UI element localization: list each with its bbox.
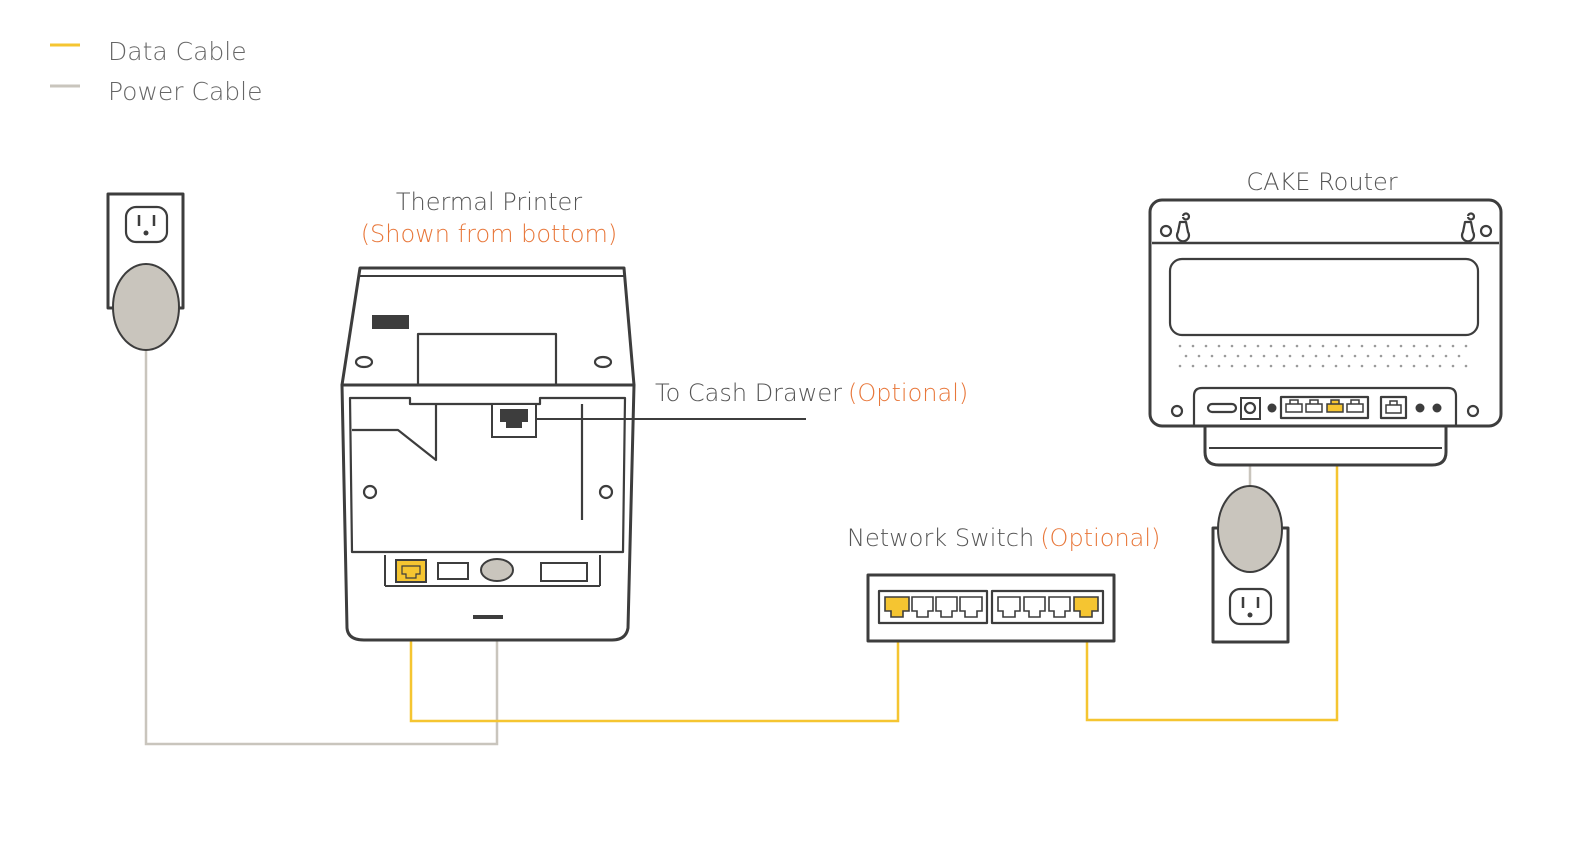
switch-label: Network Switch(Optional) <box>847 524 1160 552</box>
vent-dot <box>1399 344 1403 348</box>
switch-port-8-icon <box>1073 596 1099 618</box>
vent-dot <box>1366 354 1370 358</box>
vent-dot <box>1425 364 1429 368</box>
vent-dot <box>1256 364 1260 368</box>
vent-dot <box>1230 364 1234 368</box>
printer-power-cable <box>144 340 499 746</box>
vent-dot <box>1282 364 1286 368</box>
legend-data-label: Data Cable <box>108 37 247 66</box>
vent-dot <box>1191 344 1195 348</box>
vent-dot <box>1308 344 1312 348</box>
vent-dot <box>1217 364 1221 368</box>
vent-dot <box>1230 344 1234 348</box>
vent-dot <box>1457 354 1461 358</box>
plug-icon <box>112 263 180 351</box>
vent-dot <box>1438 344 1442 348</box>
vent-dot <box>1334 364 1338 368</box>
vent-dot <box>1243 344 1247 348</box>
vent-dot <box>1269 344 1273 348</box>
printer-ethernet-port-icon <box>395 559 427 583</box>
vent-dot <box>1373 344 1377 348</box>
vent-dot <box>1392 354 1396 358</box>
switch-port-1-icon <box>884 596 910 618</box>
vent-dot <box>1282 344 1286 348</box>
vent-dot <box>1412 344 1416 348</box>
network-switch: Network Switch(Optional) <box>847 524 1160 643</box>
vent-dot <box>1295 344 1299 348</box>
vent-dot <box>1327 354 1331 358</box>
vent-dot <box>1360 344 1364 348</box>
vent-dot <box>1386 364 1390 368</box>
vent-dot <box>1360 364 1364 368</box>
vent-dot <box>1353 354 1357 358</box>
vent-dot <box>1399 364 1403 368</box>
vent-dot <box>1386 344 1390 348</box>
printer-to-switch-cable <box>409 576 900 723</box>
router-plug-icon <box>1217 485 1283 573</box>
cake-router: CAKE Router <box>1148 168 1503 467</box>
vent-dot <box>1321 344 1325 348</box>
vent-dot <box>1204 344 1208 348</box>
thermal-printer: Thermal Printer (Shown from bottom) To C… <box>340 188 968 642</box>
vent-dot <box>1308 364 1312 368</box>
vent-dot <box>1269 364 1273 368</box>
switch-ports-left <box>884 596 983 618</box>
vent-dot <box>1438 364 1442 368</box>
vent-dot <box>1262 354 1266 358</box>
vent-dot <box>1243 364 1247 368</box>
vent-dot <box>1197 354 1201 358</box>
wall-outlet-left <box>106 192 185 351</box>
vent-dot <box>1444 354 1448 358</box>
router-title: CAKE Router <box>1246 168 1397 196</box>
vent-dot <box>1464 364 1468 368</box>
vent-dot <box>1210 354 1214 358</box>
printer-title: Thermal Printer <box>396 188 582 216</box>
vent-dot <box>1464 344 1468 348</box>
vent-dot <box>1451 364 1455 368</box>
vent-dot <box>1204 364 1208 368</box>
router-vent <box>1178 344 1468 368</box>
vent-dot <box>1178 364 1182 368</box>
switch-ports-right <box>997 596 1099 618</box>
router-lan-port-icon <box>1326 399 1344 413</box>
vent-dot <box>1431 354 1435 358</box>
legend: Data Cable Power Cable <box>50 37 263 106</box>
vent-dot <box>1321 364 1325 368</box>
vent-dot <box>1301 354 1305 358</box>
vent-dot <box>1314 354 1318 358</box>
vent-dot <box>1223 354 1227 358</box>
vent-dot <box>1191 364 1195 368</box>
vent-dot <box>1412 364 1416 368</box>
data-cables <box>409 410 1339 723</box>
cash-drawer-label: To Cash Drawer(Optional) <box>655 379 968 407</box>
vent-dot <box>1340 354 1344 358</box>
router-power-jack-icon <box>1240 397 1261 420</box>
cash-drawer-port-icon <box>491 403 537 438</box>
switch-to-router-cable <box>1085 410 1339 722</box>
legend-power-label: Power Cable <box>108 77 263 106</box>
wall-outlet-right <box>1211 485 1290 644</box>
vent-dot <box>1275 354 1279 358</box>
vent-dot <box>1295 364 1299 368</box>
vent-dot <box>1451 344 1455 348</box>
vent-dot <box>1178 344 1182 348</box>
vent-dot <box>1184 354 1188 358</box>
vent-dot <box>1373 364 1377 368</box>
vent-dot <box>1256 344 1260 348</box>
printer-note: (Shown from bottom) <box>361 220 618 248</box>
vent-dot <box>1334 344 1338 348</box>
vent-dot <box>1288 354 1292 358</box>
vent-dot <box>1249 354 1253 358</box>
vent-dot <box>1347 344 1351 348</box>
vent-dot <box>1418 354 1422 358</box>
vent-dot <box>1425 344 1429 348</box>
printer-power-jack-icon <box>480 558 514 582</box>
vent-dot <box>1217 344 1221 348</box>
vent-dot <box>1347 364 1351 368</box>
vent-dot <box>1236 354 1240 358</box>
vent-dot <box>1405 354 1409 358</box>
vent-dot <box>1379 354 1383 358</box>
